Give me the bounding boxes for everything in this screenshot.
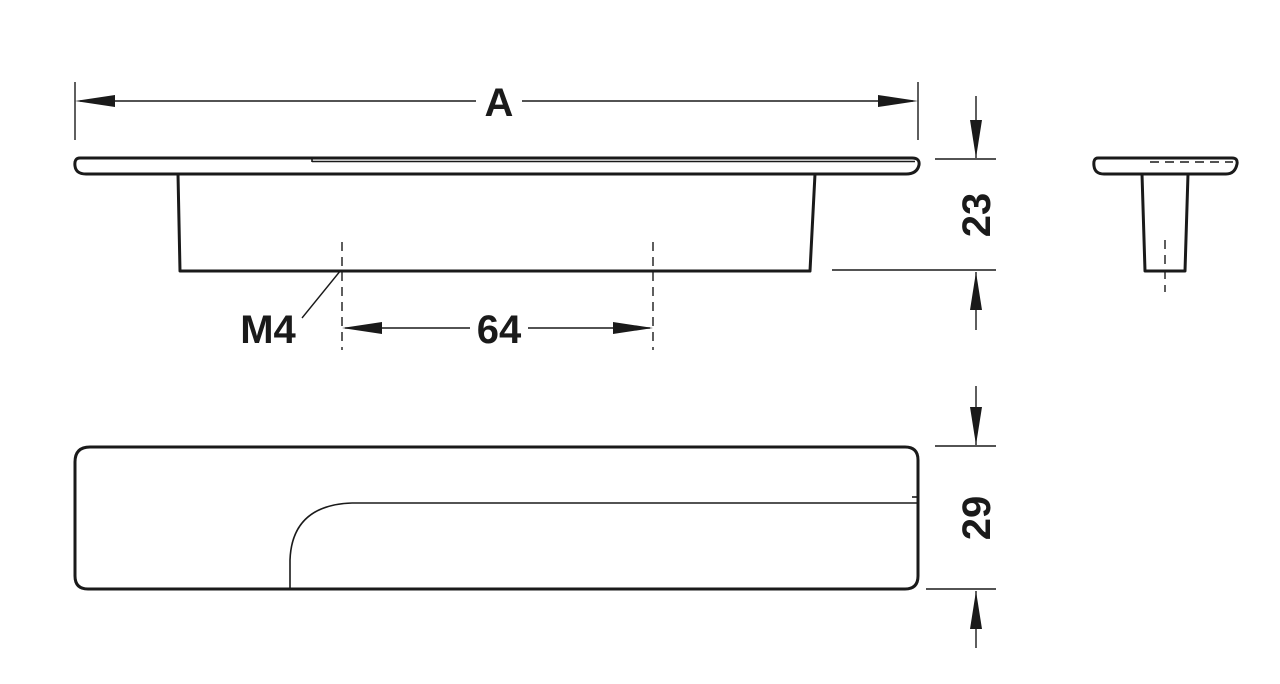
top-view-outline bbox=[73, 445, 920, 591]
side-view-top-plate bbox=[1092, 156, 1239, 176]
top-view bbox=[73, 445, 920, 591]
top-view-grip-recess bbox=[289, 502, 353, 588]
front-view-top-plate bbox=[73, 156, 921, 176]
thread-label-m4: M4 bbox=[240, 308, 296, 352]
dimension-overall-length: A bbox=[74, 80, 919, 140]
side-view bbox=[1092, 156, 1239, 292]
front-view bbox=[73, 156, 921, 350]
dimension-height: 23 bbox=[832, 96, 999, 330]
dimension-label-23: 23 bbox=[955, 193, 999, 238]
dimension-label-a: A bbox=[485, 81, 514, 125]
dimension-label-29: 29 bbox=[955, 496, 999, 541]
thread-callout: M4 bbox=[240, 269, 342, 352]
front-view-body bbox=[176, 172, 817, 273]
dimension-depth: 29 bbox=[926, 386, 999, 648]
dimension-hole-spacing: 64 bbox=[342, 306, 653, 352]
dimension-label-64: 64 bbox=[477, 308, 522, 352]
